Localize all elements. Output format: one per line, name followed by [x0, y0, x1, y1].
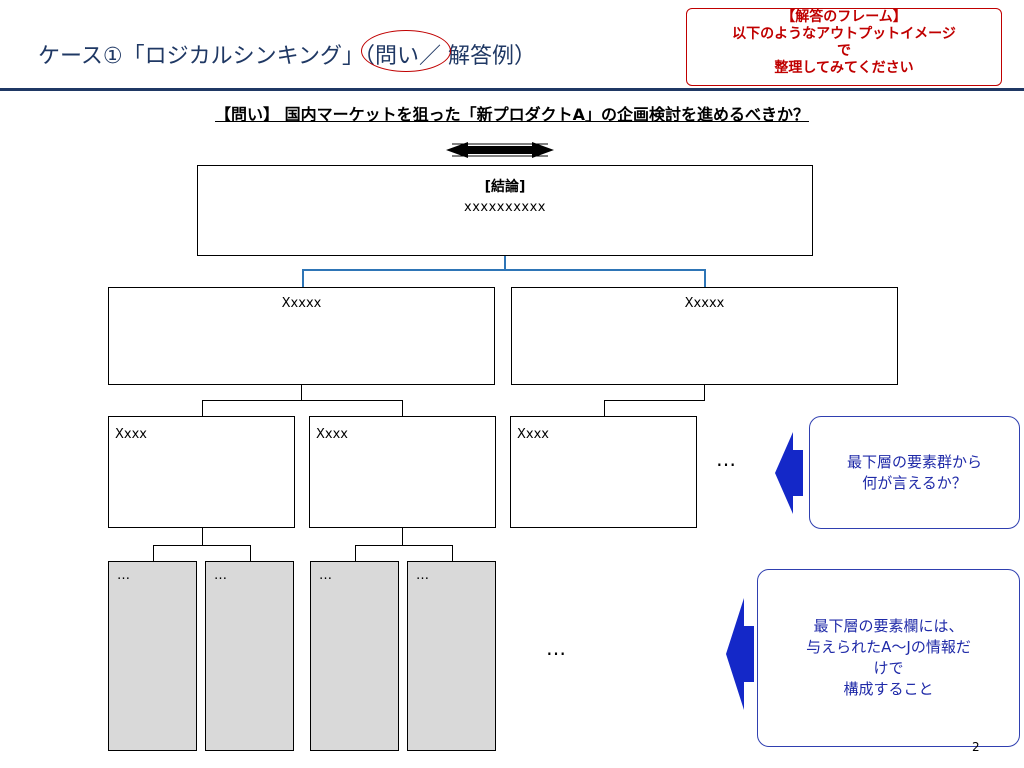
- left-arrow-icon: [726, 598, 754, 710]
- leaf-label: …: [214, 568, 227, 583]
- level2-label: Xxxxx: [281, 296, 322, 311]
- connector-line: [604, 400, 705, 401]
- callout-line: 何が言えるか？: [862, 473, 967, 492]
- connector-line: [355, 545, 356, 561]
- frame-note-line: 【解答のフレーム】: [781, 9, 907, 25]
- connector-line: [153, 545, 154, 561]
- connector-line: [704, 385, 705, 401]
- connector-line: [301, 385, 302, 401]
- connector-line: [355, 545, 453, 546]
- connector-line: [402, 400, 403, 416]
- highlight-circle: [360, 30, 451, 72]
- leaf-ellipsis: …: [546, 636, 568, 660]
- level3-label: Xxxx: [316, 427, 348, 442]
- leaf-label: …: [319, 568, 332, 583]
- callout-summary-question: 最下層の要素群から 何が言えるか？: [809, 416, 1020, 529]
- conclusion-value: xxxxxxxxxx: [464, 200, 546, 215]
- question-text: 【問い】 国内マーケットを狙った「新プロダクトA」の企画検討を進めるべきか？: [215, 105, 809, 124]
- leaf-box: …: [310, 561, 399, 751]
- leaf-box: …: [407, 561, 496, 751]
- double-arrow-icon: [446, 142, 554, 158]
- leaf-label: …: [416, 568, 429, 583]
- leaf-box: …: [205, 561, 294, 751]
- frame-note-line: 整理してみてください: [774, 60, 914, 76]
- title-question-highlight: 問い: [360, 30, 451, 72]
- title-prefix: ケース①「ロジカルシンキング」（: [38, 44, 375, 69]
- level3-box: Xxxx: [309, 416, 496, 528]
- title-divider: [0, 88, 1024, 91]
- connector-line: [452, 545, 453, 561]
- callout-line: けで: [873, 659, 904, 677]
- level3-box: Xxxx: [108, 416, 295, 528]
- connector-line: [202, 528, 203, 546]
- level3-label: Xxxx: [517, 427, 549, 442]
- callout-leaf-rule: 最下層の要素欄には、 与えられたA～Jの情報だ けで 構成すること: [757, 569, 1020, 747]
- connector-line: [504, 256, 506, 270]
- conclusion-heading: [結論]: [484, 179, 526, 195]
- connector-line: [704, 269, 706, 287]
- connector-line: [202, 400, 403, 401]
- connector-line: [402, 528, 403, 546]
- frame-note-line: 以下のようなアウトプットイメージ: [732, 26, 956, 42]
- level3-box: Xxxx: [510, 416, 697, 528]
- callout-line: 最下層の要素欄には、: [813, 617, 964, 635]
- leaf-label: …: [117, 568, 130, 583]
- level2-label: Xxxxx: [684, 296, 725, 311]
- connector-line: [302, 269, 304, 287]
- connector-line: [153, 545, 251, 546]
- callout-line: 構成すること: [843, 680, 934, 698]
- level2-box: Xxxxx: [108, 287, 495, 385]
- leaf-box: …: [108, 561, 197, 751]
- conclusion-box: [結論] xxxxxxxxxx: [197, 165, 813, 256]
- connector-line: [250, 545, 251, 561]
- connector-line: [604, 400, 605, 416]
- frame-note-line: で: [837, 43, 851, 59]
- callout-line: 最下層の要素群から: [846, 452, 982, 471]
- callout-line: 与えられたA～Jの情報だ: [806, 638, 971, 656]
- left-arrow-icon: [775, 432, 803, 514]
- level3-label: Xxxx: [115, 427, 147, 442]
- page-title: ケース①「ロジカルシンキング」（問い／ 解答例）: [38, 30, 536, 72]
- answer-frame-note: 【解答のフレーム】 以下のようなアウトプットイメージ で 整理してみてください: [686, 8, 1002, 86]
- connector-line: [202, 400, 203, 416]
- page-number: 2: [972, 740, 980, 754]
- level2-box: Xxxxx: [511, 287, 898, 385]
- level3-ellipsis: …: [716, 447, 738, 471]
- connector-line: [302, 269, 706, 271]
